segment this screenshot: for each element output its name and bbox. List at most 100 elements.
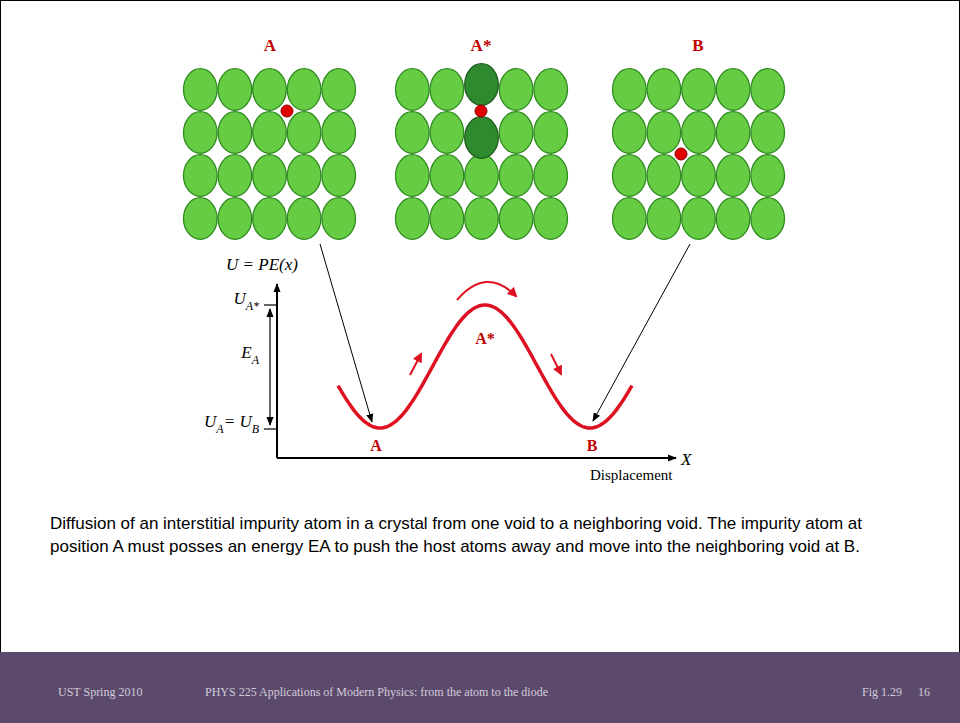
host-atom (184, 155, 218, 197)
panel-label: B (692, 36, 703, 56)
host-atom (184, 112, 218, 154)
displaced-atom (465, 117, 499, 159)
figure-caption: Diffusion of an interstitial impurity at… (50, 512, 890, 559)
host-atom (751, 69, 785, 111)
host-atom (396, 198, 430, 240)
host-atom (534, 155, 568, 197)
host-atom (253, 198, 287, 240)
host-atom (534, 112, 568, 154)
host-atom (647, 198, 681, 240)
impurity-atom (281, 105, 293, 117)
energy-graph (264, 244, 690, 458)
host-atom (534, 198, 568, 240)
axis-name: Displacement (590, 467, 672, 484)
footer-band (0, 652, 960, 723)
host-atom (716, 198, 750, 240)
curve-label: B (587, 437, 598, 455)
energy-level-label: UA= UB (204, 412, 259, 432)
host-atom (218, 112, 252, 154)
leader-line (593, 244, 690, 421)
panel-label: A (264, 36, 276, 56)
crystal-panels (184, 64, 785, 240)
host-atom (499, 69, 533, 111)
footer-text: UST Spring 2010 (58, 686, 142, 700)
host-atom (682, 112, 716, 154)
motion-arrow (551, 354, 561, 374)
tick (264, 304, 277, 305)
host-atom (184, 69, 218, 111)
host-atom (396, 69, 430, 111)
leader-line (320, 244, 372, 422)
symbol: U (204, 412, 216, 431)
host-atom (613, 69, 647, 111)
host-atom (322, 155, 356, 197)
panel-label: A* (471, 36, 492, 56)
impurity-atom (475, 105, 487, 117)
symbol: = U (224, 412, 252, 431)
host-atom (647, 155, 681, 197)
host-atom (253, 112, 287, 154)
symbol: U (233, 289, 245, 308)
footer-text: Fig 1.29 (862, 686, 902, 700)
host-atom (430, 198, 464, 240)
axis-label: X (681, 450, 691, 470)
host-atom (613, 198, 647, 240)
curve-label: A (370, 437, 382, 455)
host-atom (499, 155, 533, 197)
host-atom (682, 155, 716, 197)
host-atom (287, 155, 321, 197)
crystal-lattice (184, 69, 356, 240)
curve-label: A* (475, 330, 495, 348)
impurity-atom (675, 148, 687, 160)
host-atom (218, 155, 252, 197)
host-atom (751, 112, 785, 154)
host-atom (253, 69, 287, 111)
host-atom (322, 198, 356, 240)
host-atom (465, 198, 499, 240)
host-atom (322, 69, 356, 111)
host-atom (396, 155, 430, 197)
host-atom (253, 155, 287, 197)
energy-bracket (269, 309, 270, 425)
host-atom (716, 155, 750, 197)
host-atom (534, 69, 568, 111)
host-atom (613, 155, 647, 197)
motion-arrow (457, 282, 516, 300)
subscript: A (216, 422, 223, 436)
crystal-lattice (396, 64, 568, 240)
host-atom (430, 112, 464, 154)
x-axis (277, 457, 676, 459)
host-atom (751, 198, 785, 240)
host-atom (287, 198, 321, 240)
host-atom (287, 69, 321, 111)
subscript: B (252, 422, 259, 436)
crystal-lattice (613, 69, 785, 240)
subscript: A (252, 353, 259, 367)
host-atom (716, 69, 750, 111)
axis-title: U = PE(x) (226, 255, 298, 275)
subscript: A* (246, 299, 259, 313)
host-atom (613, 112, 647, 154)
host-atom (184, 198, 218, 240)
motion-arrow (410, 354, 421, 375)
host-atom (647, 69, 681, 111)
host-atom (499, 198, 533, 240)
symbol: E (241, 343, 251, 362)
host-atom (716, 112, 750, 154)
footer-text: PHYS 225 Applications of Modern Physics:… (205, 686, 548, 700)
energy-level-label: UA* (233, 289, 259, 309)
page-number: 16 (918, 686, 930, 700)
host-atom (751, 155, 785, 197)
host-atom (499, 112, 533, 154)
host-atom (322, 112, 356, 154)
host-atom (430, 69, 464, 111)
host-atom (682, 69, 716, 111)
energy-level-label: EA (241, 343, 259, 363)
y-axis (276, 284, 278, 458)
displaced-atom (465, 64, 499, 106)
host-atom (465, 155, 499, 197)
